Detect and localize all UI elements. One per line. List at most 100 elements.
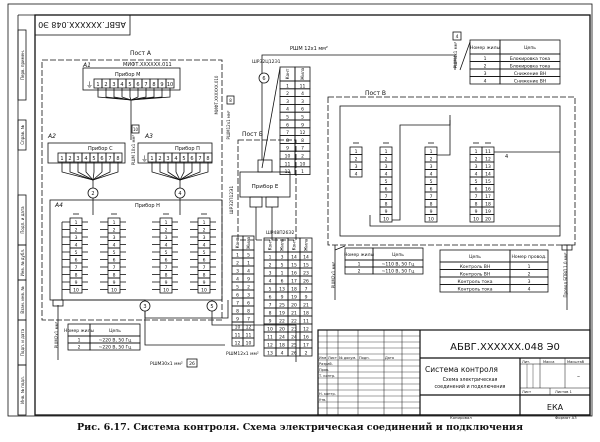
- table-shr48-value: 15: [291, 263, 297, 269]
- terminal-n-number: 7: [113, 265, 116, 271]
- title-col-header: Дата: [385, 356, 394, 360]
- terminal-v3-number: 2: [430, 157, 433, 163]
- wire-p: [179, 162, 193, 181]
- left-strip-label: Перв. примен.: [20, 50, 25, 80]
- terminal-v4b-number: 15: [485, 179, 491, 185]
- left-strip-label: Взам. инв. №: [20, 286, 25, 313]
- table-110v-header: Цепь: [392, 252, 404, 258]
- table-blocking-value: Снижение ВН: [514, 79, 546, 85]
- shr32c-label: ШР32Ц12Э1: [252, 59, 281, 65]
- wire: [369, 215, 560, 227]
- terminal-n-number: 9: [75, 280, 78, 286]
- left-strip-label: Справ. №: [20, 125, 25, 144]
- terminal-n-number: 2: [75, 228, 78, 234]
- wire-s: [92, 162, 103, 181]
- wire-p: [167, 162, 181, 181]
- table-shr48-value: 12: [303, 327, 309, 333]
- left-strip-cell: [17, 119, 27, 151]
- terminal-n-number: 8: [203, 273, 206, 279]
- cable-number: 10: [133, 127, 139, 132]
- table-blocking-value: Блокировка тока: [510, 56, 551, 62]
- terminal-v2-number: 9: [385, 209, 388, 215]
- title-col-header: Подп.: [359, 356, 370, 360]
- connector-number: 3: [143, 304, 146, 310]
- outer-frame: [7, 3, 593, 417]
- table-blocking-value: Блокировка тока: [510, 64, 551, 70]
- table-shr48-value: 17: [303, 343, 309, 349]
- left-strip-label: Подп. и дата: [20, 328, 25, 356]
- table-rshm12-value: 4: [247, 269, 250, 275]
- terminal-n-number: 7: [203, 265, 206, 271]
- left-strip-cell: [17, 364, 27, 416]
- terminal-n-number: 5: [113, 250, 116, 256]
- table-shr48-value: 9: [269, 319, 272, 325]
- table-shr48-value: 18: [291, 287, 297, 293]
- pribor-n-label: Прибор Н: [135, 203, 160, 209]
- connector-number: 5: [210, 304, 213, 310]
- table-shr48-value: 13: [267, 351, 273, 357]
- terminal-v3-number: 6: [430, 187, 433, 193]
- table-rshm12-value: 11: [235, 333, 241, 339]
- terminal-m-number: 2: [104, 82, 107, 88]
- terminal-s-number: 8: [116, 156, 119, 162]
- cable-rshm4-label: РШМ4х1 мм²: [453, 41, 458, 68]
- cable-number-box: [452, 31, 462, 41]
- table-shr32-value: 2: [286, 91, 289, 97]
- table-shr48-value: 1: [281, 271, 284, 277]
- terminal-v3-number: 4: [430, 172, 433, 178]
- cable-rshm12-label: РШМ12х1 мм²: [226, 110, 231, 139]
- table-shr48-value: 22: [291, 319, 297, 325]
- figure-caption: Рис. 6.17. Система контроля. Схема элект…: [77, 422, 523, 433]
- terminal-m-number: 10: [167, 82, 173, 88]
- post-v-boundary: [327, 96, 576, 246]
- terminal-n-number: 6: [113, 258, 116, 264]
- table-shr48-value: 18: [303, 311, 309, 317]
- table-shr48-value: 5: [269, 287, 272, 293]
- terminal-m-number: 7: [144, 82, 147, 88]
- table-rshm12-value: 8: [236, 309, 239, 315]
- table-rshm12-value: 11: [246, 333, 252, 339]
- title-sheet: Лист: [522, 390, 531, 394]
- cable-rshm2-right-label: РШМ2х1 мм²: [331, 261, 336, 288]
- terminal-v4b-number: 13: [485, 164, 491, 170]
- table-shr32-value: 11: [285, 161, 291, 167]
- connector-top: [257, 159, 273, 173]
- terminal-v1: [349, 169, 363, 178]
- wire-s: [85, 162, 94, 181]
- terminal-p-number: 1: [150, 156, 153, 162]
- terminal-n-number: 7: [165, 265, 168, 271]
- table-shr48-value: 2: [269, 263, 272, 269]
- terminal-v2-number: 8: [385, 202, 388, 208]
- table-control-value: Контроль тока: [458, 279, 493, 285]
- table-shr48-value: 19: [279, 311, 285, 317]
- title-mass: Масса: [543, 360, 554, 364]
- wire-p: [175, 162, 181, 181]
- table-shr48-header: Жила: [280, 238, 285, 251]
- table-rshm12-value: 9: [236, 317, 239, 323]
- terminal-n-number: 10: [163, 288, 169, 294]
- table-rshm12-value: 10: [235, 325, 241, 331]
- terminal-v4b-number: 17: [485, 194, 491, 200]
- shr32p-label: ШР32П12Э1: [229, 186, 235, 215]
- terminal-m-number: 1: [96, 82, 99, 88]
- title-doc-type: Схема электрическая: [443, 377, 498, 383]
- table-shr48-value: 7: [269, 303, 272, 309]
- title-role: Разраб.: [319, 362, 333, 366]
- terminal-s-number: 2: [68, 156, 71, 162]
- table-shr48-value: 22: [279, 319, 285, 325]
- cable-number-box: [226, 95, 235, 105]
- connector-number: 4: [178, 191, 181, 197]
- title-block: [317, 329, 591, 416]
- terminal-v4-number: 1: [475, 149, 478, 155]
- terminal-n-number: 1: [113, 220, 116, 226]
- table-rshm12-value: 8: [247, 309, 250, 315]
- terminal-v1-number: 3: [355, 164, 358, 170]
- table-shr48-value: 11: [267, 335, 273, 341]
- terminal-v3-number: 1: [430, 149, 433, 155]
- connector-circle: [258, 72, 270, 84]
- cable-number: 4: [456, 34, 459, 40]
- terminal-v3: [424, 214, 438, 223]
- terminal-v3-number: 9: [430, 209, 433, 215]
- terminal-p-number: 4: [174, 156, 177, 162]
- table-rshm12-value: 6: [247, 301, 250, 307]
